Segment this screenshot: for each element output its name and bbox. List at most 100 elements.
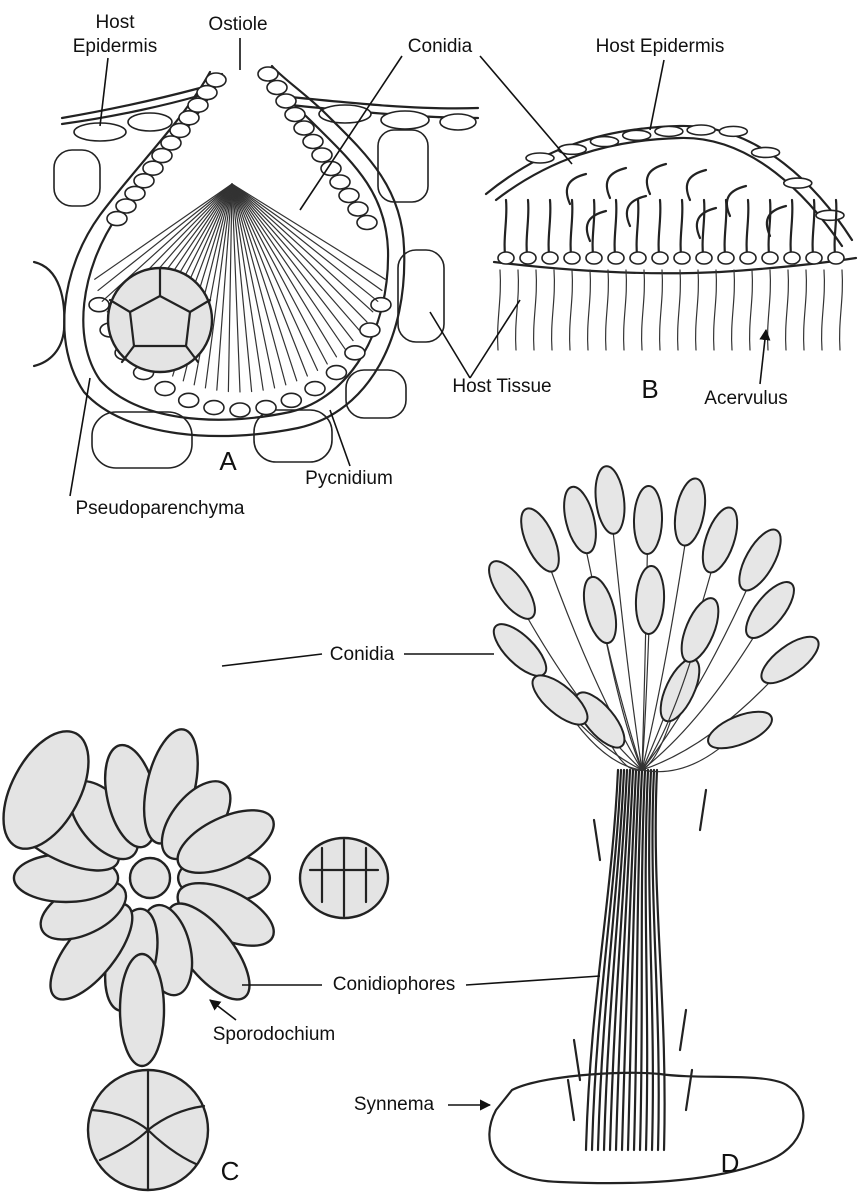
- label-ostiole: Ostiole: [208, 14, 267, 35]
- basal-cell: [630, 252, 646, 264]
- synnema-conidium: [633, 486, 663, 555]
- panel-label-c: C: [221, 1156, 240, 1186]
- acervulus-conidium: [607, 168, 626, 198]
- synnema-conidiophore: [642, 520, 648, 770]
- pycnidium-diagram: [34, 66, 478, 468]
- host-tissue-strand: [498, 270, 501, 350]
- label-sporodochium: Sporodochium: [213, 1024, 336, 1045]
- epidermis-cell: [816, 210, 844, 220]
- label-host-epidermis-b: Host Epidermis: [596, 36, 725, 57]
- synnema-conidium: [481, 554, 544, 626]
- synnema-branch: [568, 1080, 574, 1120]
- synnema-conidium: [592, 465, 628, 536]
- sporodochium-stalk-conidium: [120, 954, 164, 1066]
- wall-cell: [371, 298, 391, 312]
- host-tissue-strand: [660, 270, 663, 350]
- synnema-conidium: [634, 565, 665, 634]
- host-tissue-strand: [840, 270, 843, 350]
- acervulus-conidium: [587, 211, 606, 241]
- epidermis-cell: [752, 147, 780, 157]
- wall-cell: [339, 189, 359, 203]
- synnema-conidium: [670, 476, 710, 548]
- wall-cell: [206, 73, 226, 87]
- wall-cell: [107, 212, 127, 226]
- basal-cell: [806, 252, 822, 264]
- basal-cell: [674, 252, 690, 264]
- host-tissue-strand: [678, 270, 681, 350]
- host-tissue-strand: [768, 270, 771, 350]
- synnema-stalk: [568, 770, 706, 1150]
- synnema-conidium: [674, 593, 726, 667]
- wall-cell: [348, 202, 368, 216]
- panel-label-b: B: [641, 374, 658, 404]
- basal-cell: [696, 252, 712, 264]
- host-tissue-strand: [624, 270, 627, 350]
- conidium-top: [108, 268, 212, 372]
- acervulus-conidium: [627, 196, 646, 226]
- wall-cell: [204, 401, 224, 415]
- wall-cell: [312, 148, 332, 162]
- label-pycnidium: Pycnidium: [305, 468, 393, 489]
- synnema-conidia-head: [481, 465, 826, 772]
- wall-cell: [179, 111, 199, 125]
- host-tissue-strand: [696, 270, 699, 350]
- host-tissue-strand: [516, 270, 519, 350]
- label-acervulus: Acervulus: [704, 388, 787, 409]
- host-tissue-strand: [642, 270, 645, 350]
- panel-label-a: A: [219, 446, 237, 476]
- label-host-tissue: Host Tissue: [452, 376, 551, 397]
- basal-cell: [762, 252, 778, 264]
- host-tissue-strand: [570, 270, 573, 350]
- epidermis-cell: [719, 126, 747, 136]
- synnema-diagram: [481, 465, 826, 1184]
- wall-cell: [285, 108, 305, 122]
- basal-cell: [542, 252, 558, 264]
- host-tissue-strand: [714, 270, 717, 350]
- wall-cell: [152, 149, 172, 163]
- wall-cell: [256, 401, 276, 415]
- label-synnema: Synnema: [354, 1094, 435, 1115]
- label-conidiophores: Conidiophores: [333, 974, 456, 995]
- synnema-branch: [574, 1040, 580, 1080]
- basal-cell: [564, 252, 580, 264]
- basal-cell: [608, 252, 624, 264]
- conidiophore-ray: [232, 184, 336, 357]
- host-tissue-strand: [786, 270, 789, 350]
- label-conidia-top: Conidia: [408, 36, 473, 57]
- epidermis-cell: [687, 125, 715, 135]
- basal-cell: [652, 252, 668, 264]
- host-tissue-strand: [606, 270, 609, 350]
- conidium-bottom: [88, 1070, 208, 1190]
- label-conidia-bottom: Conidia: [330, 644, 395, 665]
- basal-cell: [828, 252, 844, 264]
- acervulus-diagram: [486, 125, 856, 350]
- synnema-branch: [700, 790, 706, 830]
- basal-cell: [740, 252, 756, 264]
- host-tissue-strand: [750, 270, 753, 350]
- acervulus-conidium: [567, 174, 586, 204]
- synnema-conidium: [653, 653, 707, 726]
- wall-cell: [155, 382, 175, 396]
- basal-cell: [498, 252, 514, 264]
- synnema-branch: [680, 1010, 686, 1050]
- wall-cell: [170, 123, 190, 137]
- wall-cell: [116, 199, 136, 213]
- wall-cell: [125, 186, 145, 200]
- label-host-epidermis-a-line1: Host: [95, 12, 135, 33]
- synnema-branch: [594, 820, 600, 860]
- acervulus-conidium: [687, 170, 706, 200]
- epidermis-cell: [590, 137, 618, 147]
- wall-cell: [330, 175, 350, 189]
- label-host-epidermis-a-line2: Epidermis: [73, 36, 157, 57]
- conidium-side: [300, 838, 388, 918]
- wall-cell: [357, 216, 377, 230]
- host-tissue-strand: [534, 270, 537, 350]
- basal-cell: [784, 252, 800, 264]
- host-tissue-strand: [822, 270, 825, 350]
- wall-cell: [281, 393, 301, 407]
- wall-cell: [267, 81, 287, 95]
- wall-cell: [303, 135, 323, 149]
- wall-cell: [179, 393, 199, 407]
- synnema-conidium: [486, 616, 554, 684]
